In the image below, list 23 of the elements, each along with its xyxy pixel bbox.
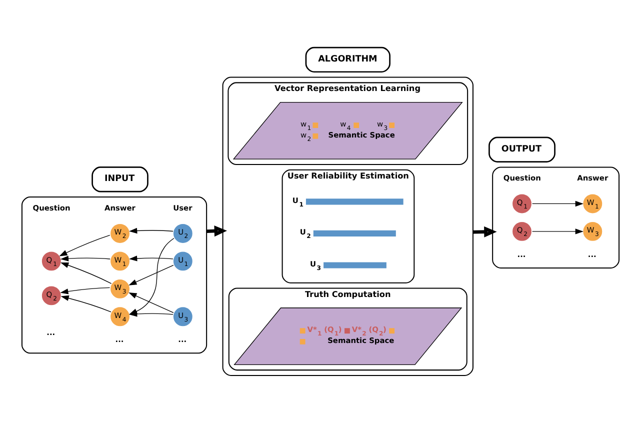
arrow bbox=[129, 255, 174, 261]
arrow bbox=[60, 262, 112, 284]
node-bar bbox=[324, 262, 386, 268]
cluster bbox=[492, 166, 620, 268]
arrow bbox=[60, 286, 110, 294]
arrow bbox=[532, 200, 584, 206]
arrow bbox=[60, 294, 112, 312]
node-box: OUTPUT bbox=[488, 136, 556, 162]
arrow bbox=[129, 310, 174, 316]
arrow bbox=[472, 226, 497, 237]
node-bar bbox=[313, 230, 396, 236]
arrow bbox=[129, 227, 174, 234]
node-bar bbox=[306, 198, 404, 204]
arrow bbox=[128, 292, 174, 313]
arrow bbox=[59, 234, 110, 256]
arrow bbox=[60, 255, 110, 261]
cluster bbox=[21, 196, 208, 354]
arrow bbox=[532, 228, 584, 234]
arrow bbox=[206, 225, 227, 236]
node-box: INPUT bbox=[92, 166, 148, 192]
node-box: ALGORITHM bbox=[305, 46, 390, 72]
arrow bbox=[128, 264, 174, 285]
cluster bbox=[222, 76, 474, 376]
